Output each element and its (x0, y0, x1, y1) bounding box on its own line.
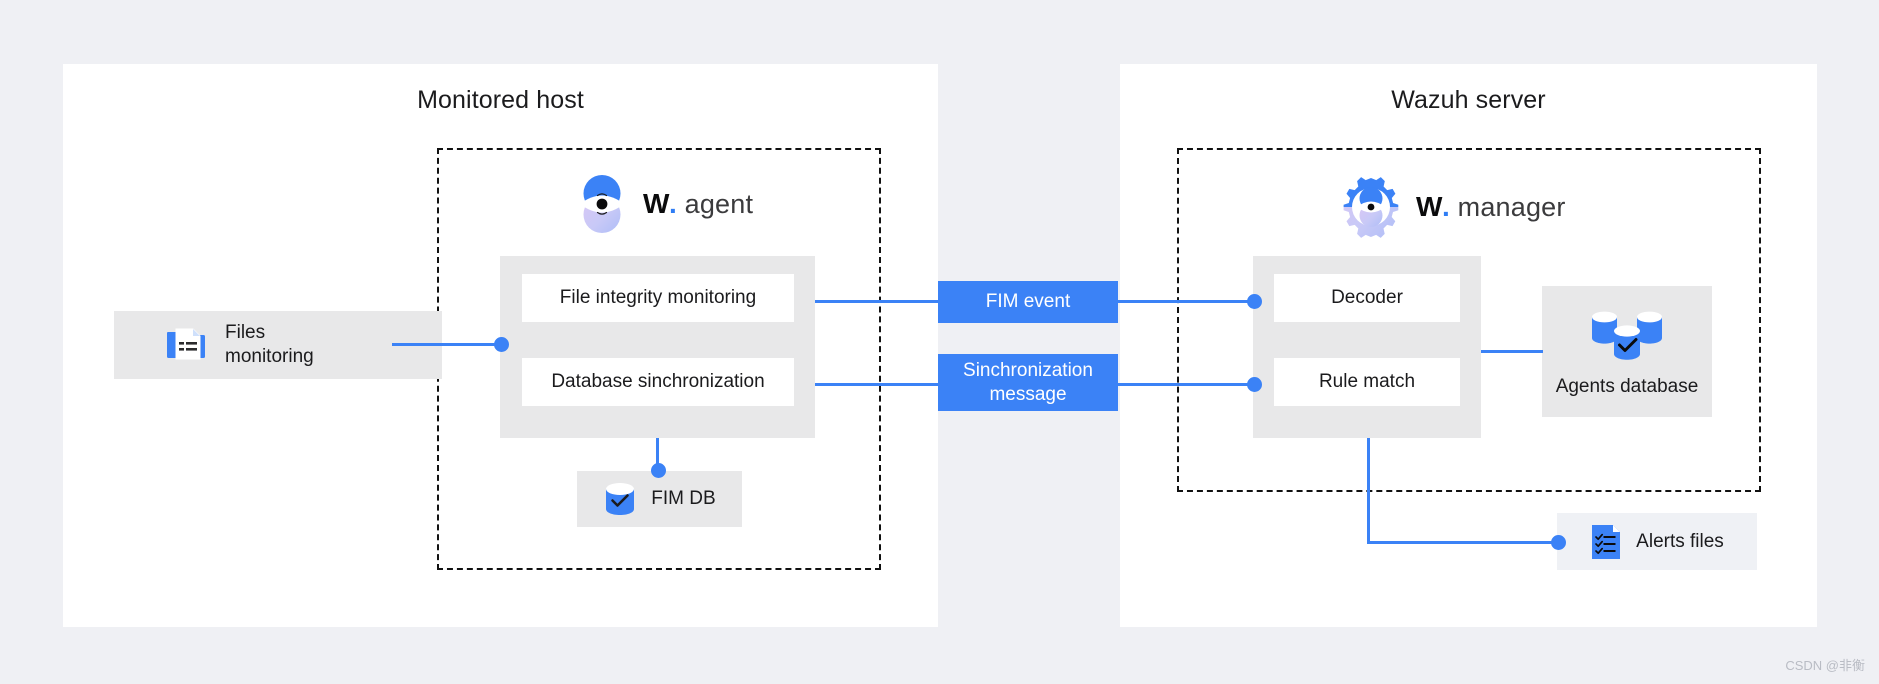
connector-rule-match-to-alerts-files (1367, 541, 1564, 544)
files-monitoring-line1: Files (225, 322, 266, 344)
node-label-alerts-files: Alerts files (1636, 530, 1724, 552)
connector-endpoint-fim-db (651, 463, 666, 478)
sync-message-line2: message (989, 383, 1067, 405)
files-monitoring-line2: monitoring (225, 346, 314, 367)
connector-sync-message-to-rule-match (1118, 383, 1255, 386)
node-label-agents-database: Agents database (1555, 375, 1699, 397)
node-label-fim-db: FIM DB (651, 488, 716, 510)
brand-name-agent: agent (684, 189, 754, 219)
connector-fim-event-to-decoder (1118, 300, 1255, 303)
connector-agent-to-fim-db (656, 438, 659, 474)
node-alerts-files[interactable]: Alerts files (1557, 513, 1757, 570)
database-check-icon (606, 483, 635, 515)
process-decoder[interactable]: Decoder (1274, 274, 1460, 322)
wazuh-gear-eye-logo-icon (1343, 177, 1399, 238)
brand-w-letter-agent: W (643, 188, 669, 219)
node-fim-db[interactable]: FIM DB (577, 471, 742, 527)
connector-fim-to-fim-event (815, 300, 942, 303)
connector-rule-match-down (1367, 438, 1370, 544)
process-rule-match[interactable]: Rule match (1274, 358, 1460, 406)
node-agents-database[interactable]: Agents database (1542, 286, 1712, 417)
process-file-integrity-monitoring[interactable]: File integrity monitoring (522, 274, 794, 322)
files-document-icon (167, 328, 205, 360)
process-database-sinchronization[interactable]: Database sinchronization (522, 358, 794, 406)
panel-title-monitored-host: Monitored host (417, 86, 584, 114)
watermark: CSDN @非衡 (1785, 658, 1865, 673)
connector-manager-to-agents-database (1481, 350, 1543, 353)
connector-files-monitoring-to-agent (392, 343, 504, 346)
connector-endpoint-rule-match-input (1247, 377, 1262, 392)
wazuh-eye-logo-icon (580, 175, 624, 233)
connector-endpoint-alerts-files (1551, 535, 1566, 550)
brand-w-letter-manager: W (1416, 191, 1442, 222)
brand-label-manager: W. manager (1416, 191, 1566, 223)
brand-wazuh-manager: W. manager (1340, 176, 1566, 238)
brand-dot-manager: . (1441, 191, 1450, 222)
sync-message-line1: Sinchronization (963, 359, 1093, 381)
message-fim-event[interactable]: FIM event (938, 281, 1118, 323)
alerts-checklist-document-icon (1592, 524, 1621, 559)
connector-dbsync-to-sync-message (815, 383, 942, 386)
brand-label-agent: W. agent (643, 188, 753, 220)
brand-dot-agent: . (668, 188, 677, 219)
dashed-boundary-manager (1177, 148, 1761, 492)
brand-wazuh-agent: W. agent (575, 175, 753, 233)
connector-endpoint-decoder-input (1247, 294, 1262, 309)
connector-endpoint-agent-input (494, 337, 509, 352)
panel-title-wazuh-server: Wazuh server (1391, 86, 1546, 114)
multi-database-check-icon (1592, 311, 1662, 360)
brand-name-manager: manager (1457, 192, 1566, 222)
